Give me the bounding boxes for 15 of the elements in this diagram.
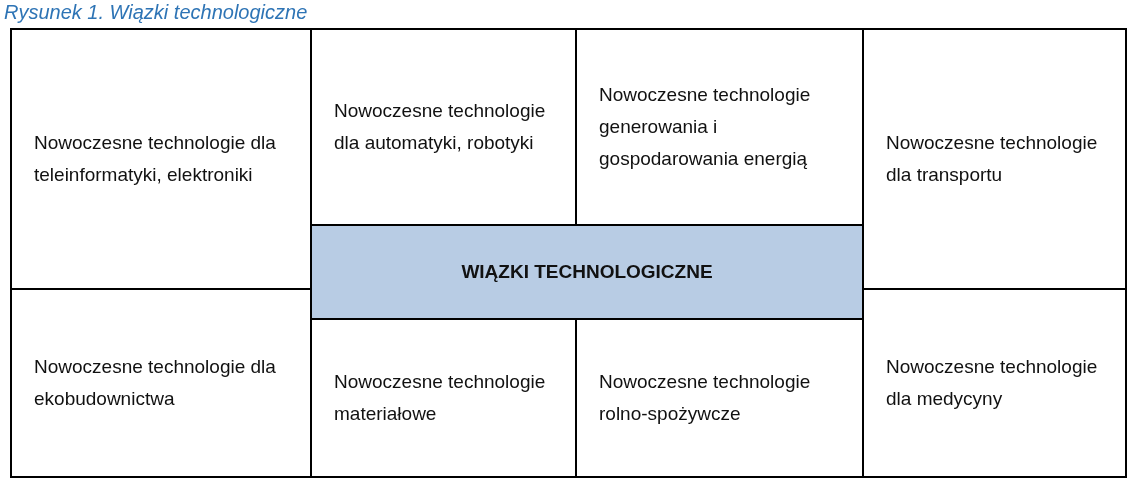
cell-text: Nowoczesne technologie rolno-spożywcze xyxy=(599,370,812,426)
cell-text: Nowoczesne technologie dla medycyny xyxy=(886,355,1099,411)
text-cell xyxy=(10,288,312,478)
banner-title: WIĄZKI TECHNOLOGICZNE xyxy=(461,260,713,284)
cell-text: Nowoczesne technologie generowania i gospodarowania energią xyxy=(599,83,812,171)
cell-text: Nowoczesne technologie materiałowe xyxy=(334,370,547,426)
figure-title: Rysunek 1. Wiązki technologiczne xyxy=(4,1,309,24)
text-cell xyxy=(10,28,312,290)
central-banner xyxy=(310,224,864,320)
cell-text: Nowoczesne technologie dla transportu xyxy=(886,131,1099,187)
cell-text: Nowoczesne technologie dla ekobudownictwa xyxy=(34,355,277,411)
text-cell xyxy=(862,28,1127,290)
cell-text: Nowoczesne technologie dla automatyki, robotyki xyxy=(334,99,547,155)
text-cell xyxy=(862,288,1127,478)
cell-text: Nowoczesne technologie dla teleinformatyki, elektroniki xyxy=(34,131,277,187)
